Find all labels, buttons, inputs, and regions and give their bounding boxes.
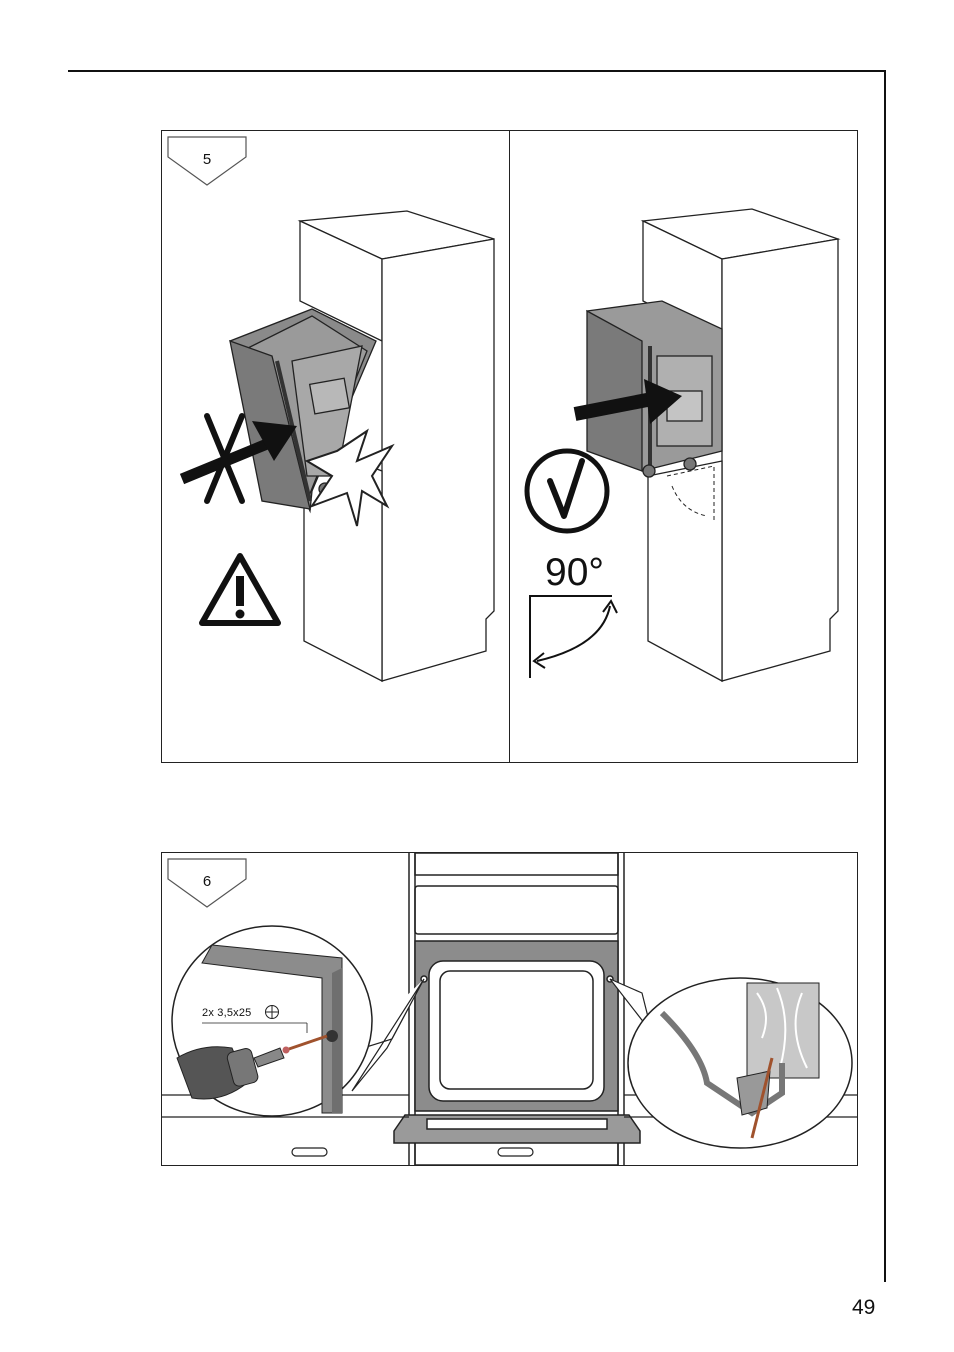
checkmark-circle-icon <box>527 451 607 531</box>
step-6-panel: 6 <box>161 852 858 1166</box>
installed-oven <box>394 941 640 1143</box>
phillips-screw-icon <box>265 1005 279 1019</box>
correct-installation-illustration <box>162 131 857 762</box>
page-number: 49 <box>852 1296 875 1320</box>
right-angle-icon <box>530 596 617 678</box>
right-margin-rule <box>884 70 886 1282</box>
oven-fixing-illustration <box>162 853 857 1165</box>
screw-spec-label: 2x 3,5x25 <box>202 1007 252 1019</box>
step-5-panel: 5 <box>161 130 858 763</box>
angle-label: 90° <box>545 551 604 595</box>
top-rule <box>68 70 886 72</box>
right-detail-callout <box>610 978 852 1148</box>
